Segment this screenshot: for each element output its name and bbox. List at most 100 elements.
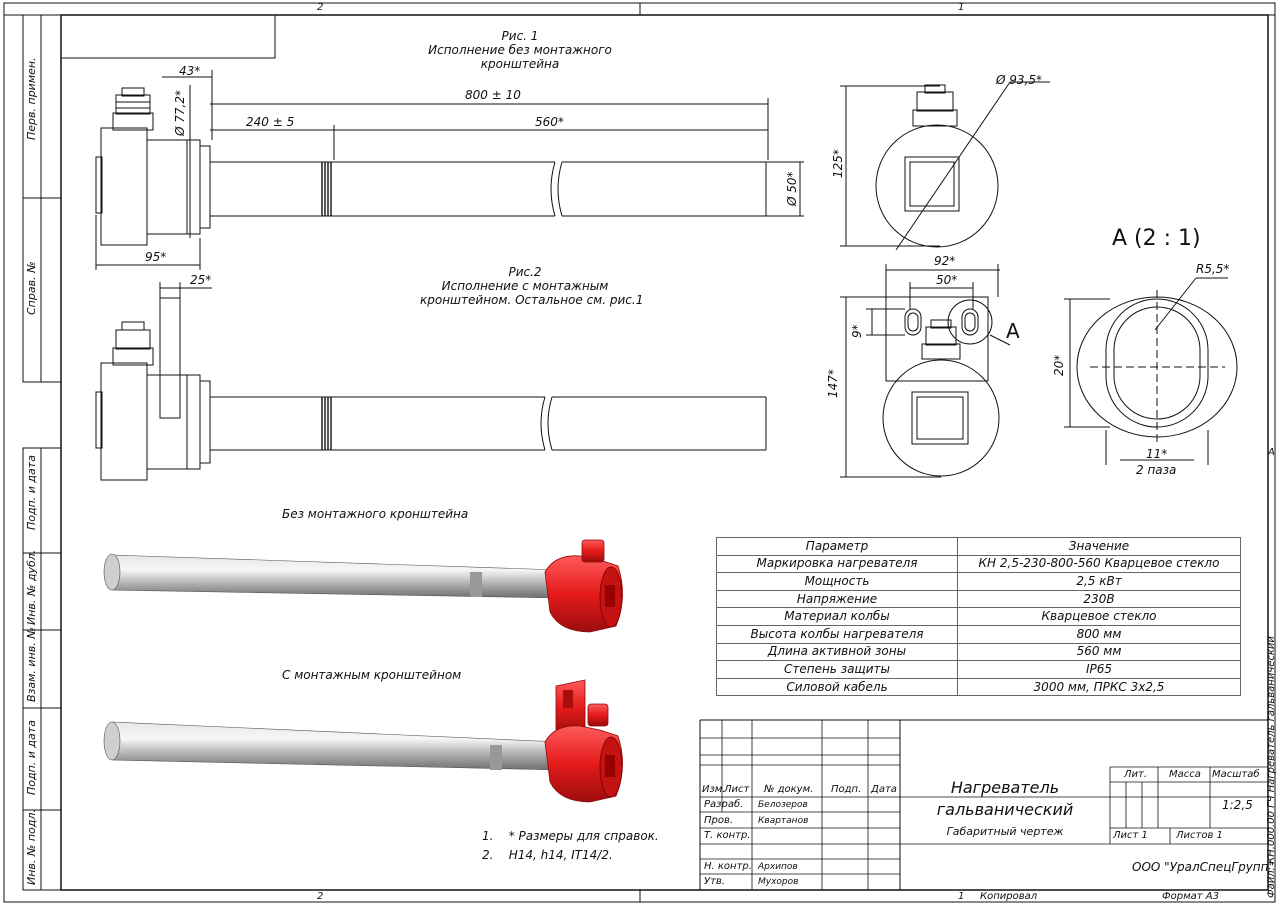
spec-param: Напряжение xyxy=(716,589,958,609)
tb-scale-label: Масштаб xyxy=(1212,769,1260,780)
tb-col-list: Лист xyxy=(724,784,750,795)
top-zone-2: 2 xyxy=(317,2,324,13)
tb-prov-name: Квартанов xyxy=(758,816,809,826)
dim-20: 20* xyxy=(1052,354,1066,376)
tb-col-sign: Подп. xyxy=(831,784,862,795)
fig2-title: Рис.2 Исполнение с монтажным кронштейном… xyxy=(420,265,644,307)
tb-lit-label: Лит. xyxy=(1124,769,1148,780)
render-without-bracket xyxy=(103,539,623,633)
strip-label-sprav: Справ. № xyxy=(25,261,38,315)
spec-header-row: Параметр Значение xyxy=(716,537,1241,556)
strip-label-dubl: Инв. № дубл. xyxy=(25,549,38,625)
format-label: Формат А3 xyxy=(1162,891,1219,902)
tb-utv-label: Утв. xyxy=(704,876,725,887)
tb-col-date: Дата xyxy=(871,784,897,795)
dim-25: 25* xyxy=(190,273,212,287)
spec-value: 230В xyxy=(957,589,1241,609)
spec-value: Кварцевое стекло xyxy=(957,607,1241,626)
dim-560: 560* xyxy=(535,115,564,129)
render-with-bracket xyxy=(103,679,623,803)
fig1-title: Рис. 1 Исполнение без монтажного кронште… xyxy=(420,29,620,71)
copied-label: Копировал xyxy=(980,891,1038,902)
dim-9: 9* xyxy=(850,324,864,338)
fig2-title-line2: Исполнение с монтажным xyxy=(441,279,609,293)
tb-title-line2: гальванический xyxy=(936,800,1074,819)
tb-tkontr-label: Т. контр. xyxy=(704,830,751,841)
tb-org: ООО "УралСпецГрупп" xyxy=(1132,860,1275,874)
detail-a-title: A (2 : 1) xyxy=(1112,226,1201,251)
spec-param: Материал колбы xyxy=(716,607,958,626)
tb-title-line1: Нагреватель xyxy=(950,778,1060,797)
bottom-zone-1: 1 xyxy=(958,891,965,902)
render-label-without: Без монтажного кронштейна xyxy=(282,507,469,521)
strip-label-vzam: Взам. инв. № xyxy=(25,627,38,702)
tb-razrab-label: Разраб. xyxy=(704,799,744,810)
dim-50: Ø 50* xyxy=(785,171,799,206)
spec-value: 560 мм xyxy=(957,642,1241,662)
spec-param: Силовой кабель xyxy=(716,677,958,697)
tb-utv-name: Мухоров xyxy=(758,877,799,887)
tb-subtitle: Габаритный чертеж xyxy=(946,825,1064,838)
dim-95: 95* xyxy=(145,250,167,264)
spec-value: 3000 мм, ПРКС 3х2,5 xyxy=(957,677,1241,697)
tb-nkontr-name: Архипов xyxy=(758,862,798,872)
file-label: Файл: КН.000.00 ГЧ Нагреватель гальванич… xyxy=(1266,636,1277,898)
dim-125: 125* xyxy=(831,149,845,178)
bottom-zone-2: 2 xyxy=(317,891,324,902)
spec-value: КН 2,5-230-800-560 Кварцевое стекло xyxy=(957,554,1241,574)
fig1-title-line1: Рис. 1 xyxy=(501,29,539,43)
tb-mass-label: Масса xyxy=(1169,769,1201,780)
tb-sheet: Лист 1 xyxy=(1113,830,1148,841)
fig2-title-line1: Рис.2 xyxy=(508,265,542,279)
strip-label-perv: Перв. примен. xyxy=(25,57,38,140)
spec-param: Длина активной зоны xyxy=(716,642,958,662)
note-2: 2. H14, h14, IT14/2. xyxy=(482,848,613,862)
tb-col-izm: Изм. xyxy=(702,784,726,795)
dim-147: 147* xyxy=(826,369,840,398)
dim-92: 92* xyxy=(934,254,956,268)
dim-800: 800 ± 10 xyxy=(465,88,521,102)
spec-value: IP65 xyxy=(957,660,1241,679)
dim-r55: R5,5* xyxy=(1196,262,1230,276)
dim-43: 43* xyxy=(179,64,201,78)
tb-razrab-name: Белозеров xyxy=(758,800,808,810)
spec-param: Степень защиты xyxy=(716,660,958,679)
spec-header-param: Параметр xyxy=(716,537,958,556)
dim-77: Ø 77,2* xyxy=(173,90,187,136)
strip-label-inv: Инв. № подл. xyxy=(25,809,38,885)
spec-param: Высота колбы нагревателя xyxy=(716,624,958,644)
note-1: 1. * Размеры для справок. xyxy=(482,829,659,843)
tb-prov-label: Пров. xyxy=(704,815,734,826)
spec-value: 800 мм xyxy=(957,624,1241,644)
dim-50w: 50* xyxy=(936,273,958,287)
tb-nkontr-label: Н. контр. xyxy=(704,861,752,872)
spec-header-value: Значение xyxy=(957,537,1241,556)
tb-scale-value: 1:2,5 xyxy=(1222,798,1253,812)
dim-240: 240 ± 5 xyxy=(246,115,295,129)
render-label-with: С монтажным кронштейном xyxy=(282,668,462,682)
spec-table: Параметр Значение Маркировка нагревателя… xyxy=(716,537,1241,697)
dim-11: 11* xyxy=(1146,447,1168,461)
tb-sheets: Листов 1 xyxy=(1176,830,1223,841)
spec-param: Мощность xyxy=(716,572,958,591)
spec-param: Маркировка нагревателя xyxy=(716,554,958,574)
tb-col-doc: № докум. xyxy=(764,784,814,795)
spec-value: 2,5 кВт xyxy=(957,572,1241,591)
right-zone-a: A xyxy=(1268,447,1275,458)
dim-93: Ø 93,5* xyxy=(996,73,1042,87)
view-a-label: A xyxy=(1006,319,1020,343)
fig1-title-line3: кронштейна xyxy=(480,57,560,71)
dim-slots: 2 паза xyxy=(1136,463,1177,477)
top-zone-1: 1 xyxy=(958,2,965,13)
fig2-title-line3: кронштейном. Остальное см. рис.1 xyxy=(420,293,644,307)
fig1-title-line2: Исполнение без монтажного xyxy=(428,43,612,57)
